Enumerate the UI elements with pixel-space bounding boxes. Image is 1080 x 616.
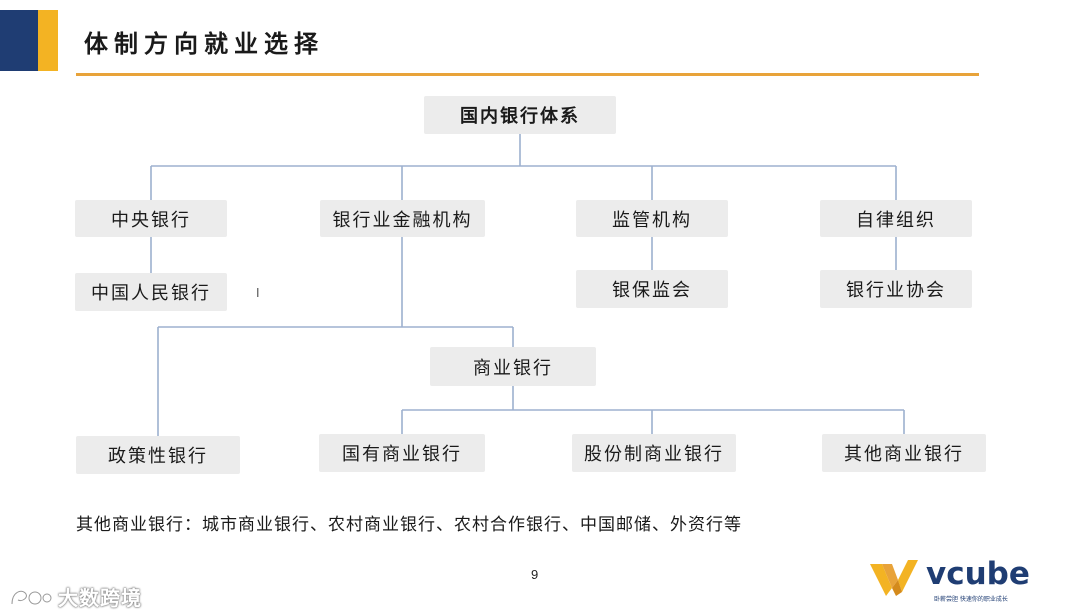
node-central-bank: 中央银行 xyxy=(75,200,227,237)
footnote-other-commercial-banks: 其他商业银行：城市商业银行、农村商业银行、农村合作银行、中国邮储、外资行等 xyxy=(76,515,742,535)
watermark: 大数跨境 xyxy=(8,582,142,611)
node-state-owned-commercial-banks: 国有商业银行 xyxy=(319,434,485,472)
title-divider xyxy=(76,73,979,76)
watermark-text: 大数跨境 xyxy=(58,586,142,610)
node-commercial-banks: 商业银行 xyxy=(430,347,596,386)
vcube-wordmark: vcube xyxy=(926,556,1030,592)
node-banking-financial-institutions: 银行业金融机构 xyxy=(320,200,485,237)
vcube-tagline: 卧薪尝胆 快速你的职业成长 xyxy=(934,596,1008,603)
node-self-regulatory-organization: 自律组织 xyxy=(820,200,972,237)
page-number: 9 xyxy=(531,567,539,582)
node-cbirc: 银保监会 xyxy=(576,270,728,308)
node-joint-stock-commercial-banks: 股份制商业银行 xyxy=(572,434,736,472)
header-accent-blue xyxy=(0,10,38,71)
node-domestic-banking-system: 国内银行体系 xyxy=(424,96,616,134)
watermark-logo-icon xyxy=(10,589,52,605)
vcube-logo: vcube 卧薪尝胆 快速你的职业成长 xyxy=(868,556,1038,612)
node-other-commercial-banks: 其他商业银行 xyxy=(822,434,986,472)
vcube-v-icon xyxy=(870,560,918,596)
node-policy-banks: 政策性银行 xyxy=(76,436,240,474)
node-banking-association: 银行业协会 xyxy=(820,270,972,308)
header-accent-gold xyxy=(38,10,58,71)
node-peoples-bank-of-china: 中国人民银行 xyxy=(75,273,227,311)
text-cursor-icon: I xyxy=(256,286,260,300)
slide-title: 体制方向就业选择 xyxy=(84,29,324,58)
node-regulatory-agency: 监管机构 xyxy=(576,200,728,237)
